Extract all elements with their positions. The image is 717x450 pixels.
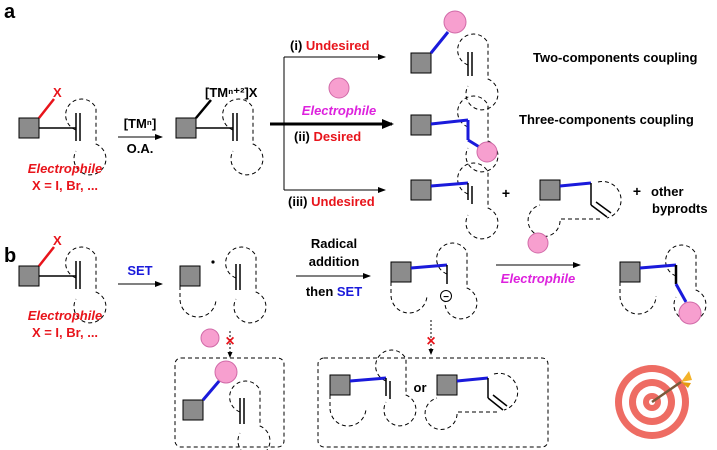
plus-other-sign: + bbox=[633, 183, 641, 199]
blocked-product-1 bbox=[182, 360, 271, 450]
final-product-b bbox=[619, 244, 707, 325]
electrophile-sphere-blocked-1 bbox=[200, 328, 220, 348]
substrate-a bbox=[18, 98, 107, 176]
byproduct-two bbox=[527, 179, 622, 237]
product-two-component bbox=[410, 10, 499, 111]
oa-label: O.A. bbox=[127, 141, 154, 156]
tm-reagent: [TMⁿ] bbox=[124, 116, 157, 131]
intermediate-label: [TMⁿ⁺²]X bbox=[205, 85, 258, 100]
other-byproducts-line1: other bbox=[651, 184, 684, 199]
anion-intermediate bbox=[390, 242, 478, 320]
target-icon bbox=[615, 365, 692, 439]
panel-b-label: b bbox=[4, 245, 16, 267]
electrophile-reagent-a: Electrophile bbox=[302, 103, 376, 118]
radical-label-line1: Radical bbox=[311, 236, 357, 251]
x-atom-a: X bbox=[53, 85, 62, 100]
blocked-mark-2: × bbox=[426, 333, 435, 350]
blocked-product-box-1 bbox=[174, 357, 285, 448]
blocked-mark-1: × bbox=[225, 333, 234, 350]
other-byproducts-line2: byprodts bbox=[652, 201, 708, 216]
intermediate-a bbox=[175, 98, 264, 176]
path-i-label: (i) Undesired bbox=[290, 38, 370, 53]
blocked-product-box-2 bbox=[317, 357, 549, 448]
or-label: or bbox=[414, 380, 427, 395]
byproduct-one bbox=[410, 162, 499, 240]
path-iii-label: (iii) Undesired bbox=[288, 194, 375, 209]
electrophile-sphere-a bbox=[328, 77, 350, 99]
plus-sign: + bbox=[502, 185, 510, 201]
blocked-product-2b bbox=[424, 372, 519, 430]
x-def-a: X = I, Br, ... bbox=[32, 178, 98, 193]
electrophile-reagent-b: Electrophile bbox=[501, 271, 575, 286]
x-def-b: X = I, Br, ... bbox=[32, 325, 98, 340]
branch-arrows bbox=[270, 54, 394, 193]
anion-sign: − bbox=[443, 292, 449, 303]
blocked-product-2a bbox=[329, 349, 417, 427]
path-ii-label: (ii) Desired bbox=[294, 129, 361, 144]
then-set-label: then SET bbox=[306, 284, 362, 299]
electrophile-label-a: Electrophile bbox=[28, 161, 102, 176]
radical-label-line2: addition bbox=[309, 254, 360, 269]
x-atom-b: X bbox=[53, 233, 62, 248]
electrophile-label-b: Electrophile bbox=[28, 308, 102, 323]
outcome-two-component: Two-components coupling bbox=[533, 50, 697, 65]
substrate-b bbox=[18, 246, 107, 324]
electrophile-sphere-b bbox=[527, 232, 549, 254]
radical-intermediate bbox=[179, 246, 267, 324]
panel-a-label: a bbox=[4, 1, 16, 23]
set-label: SET bbox=[127, 263, 152, 278]
outcome-three-component: Three-components coupling bbox=[519, 112, 694, 127]
product-three-component bbox=[410, 95, 499, 173]
